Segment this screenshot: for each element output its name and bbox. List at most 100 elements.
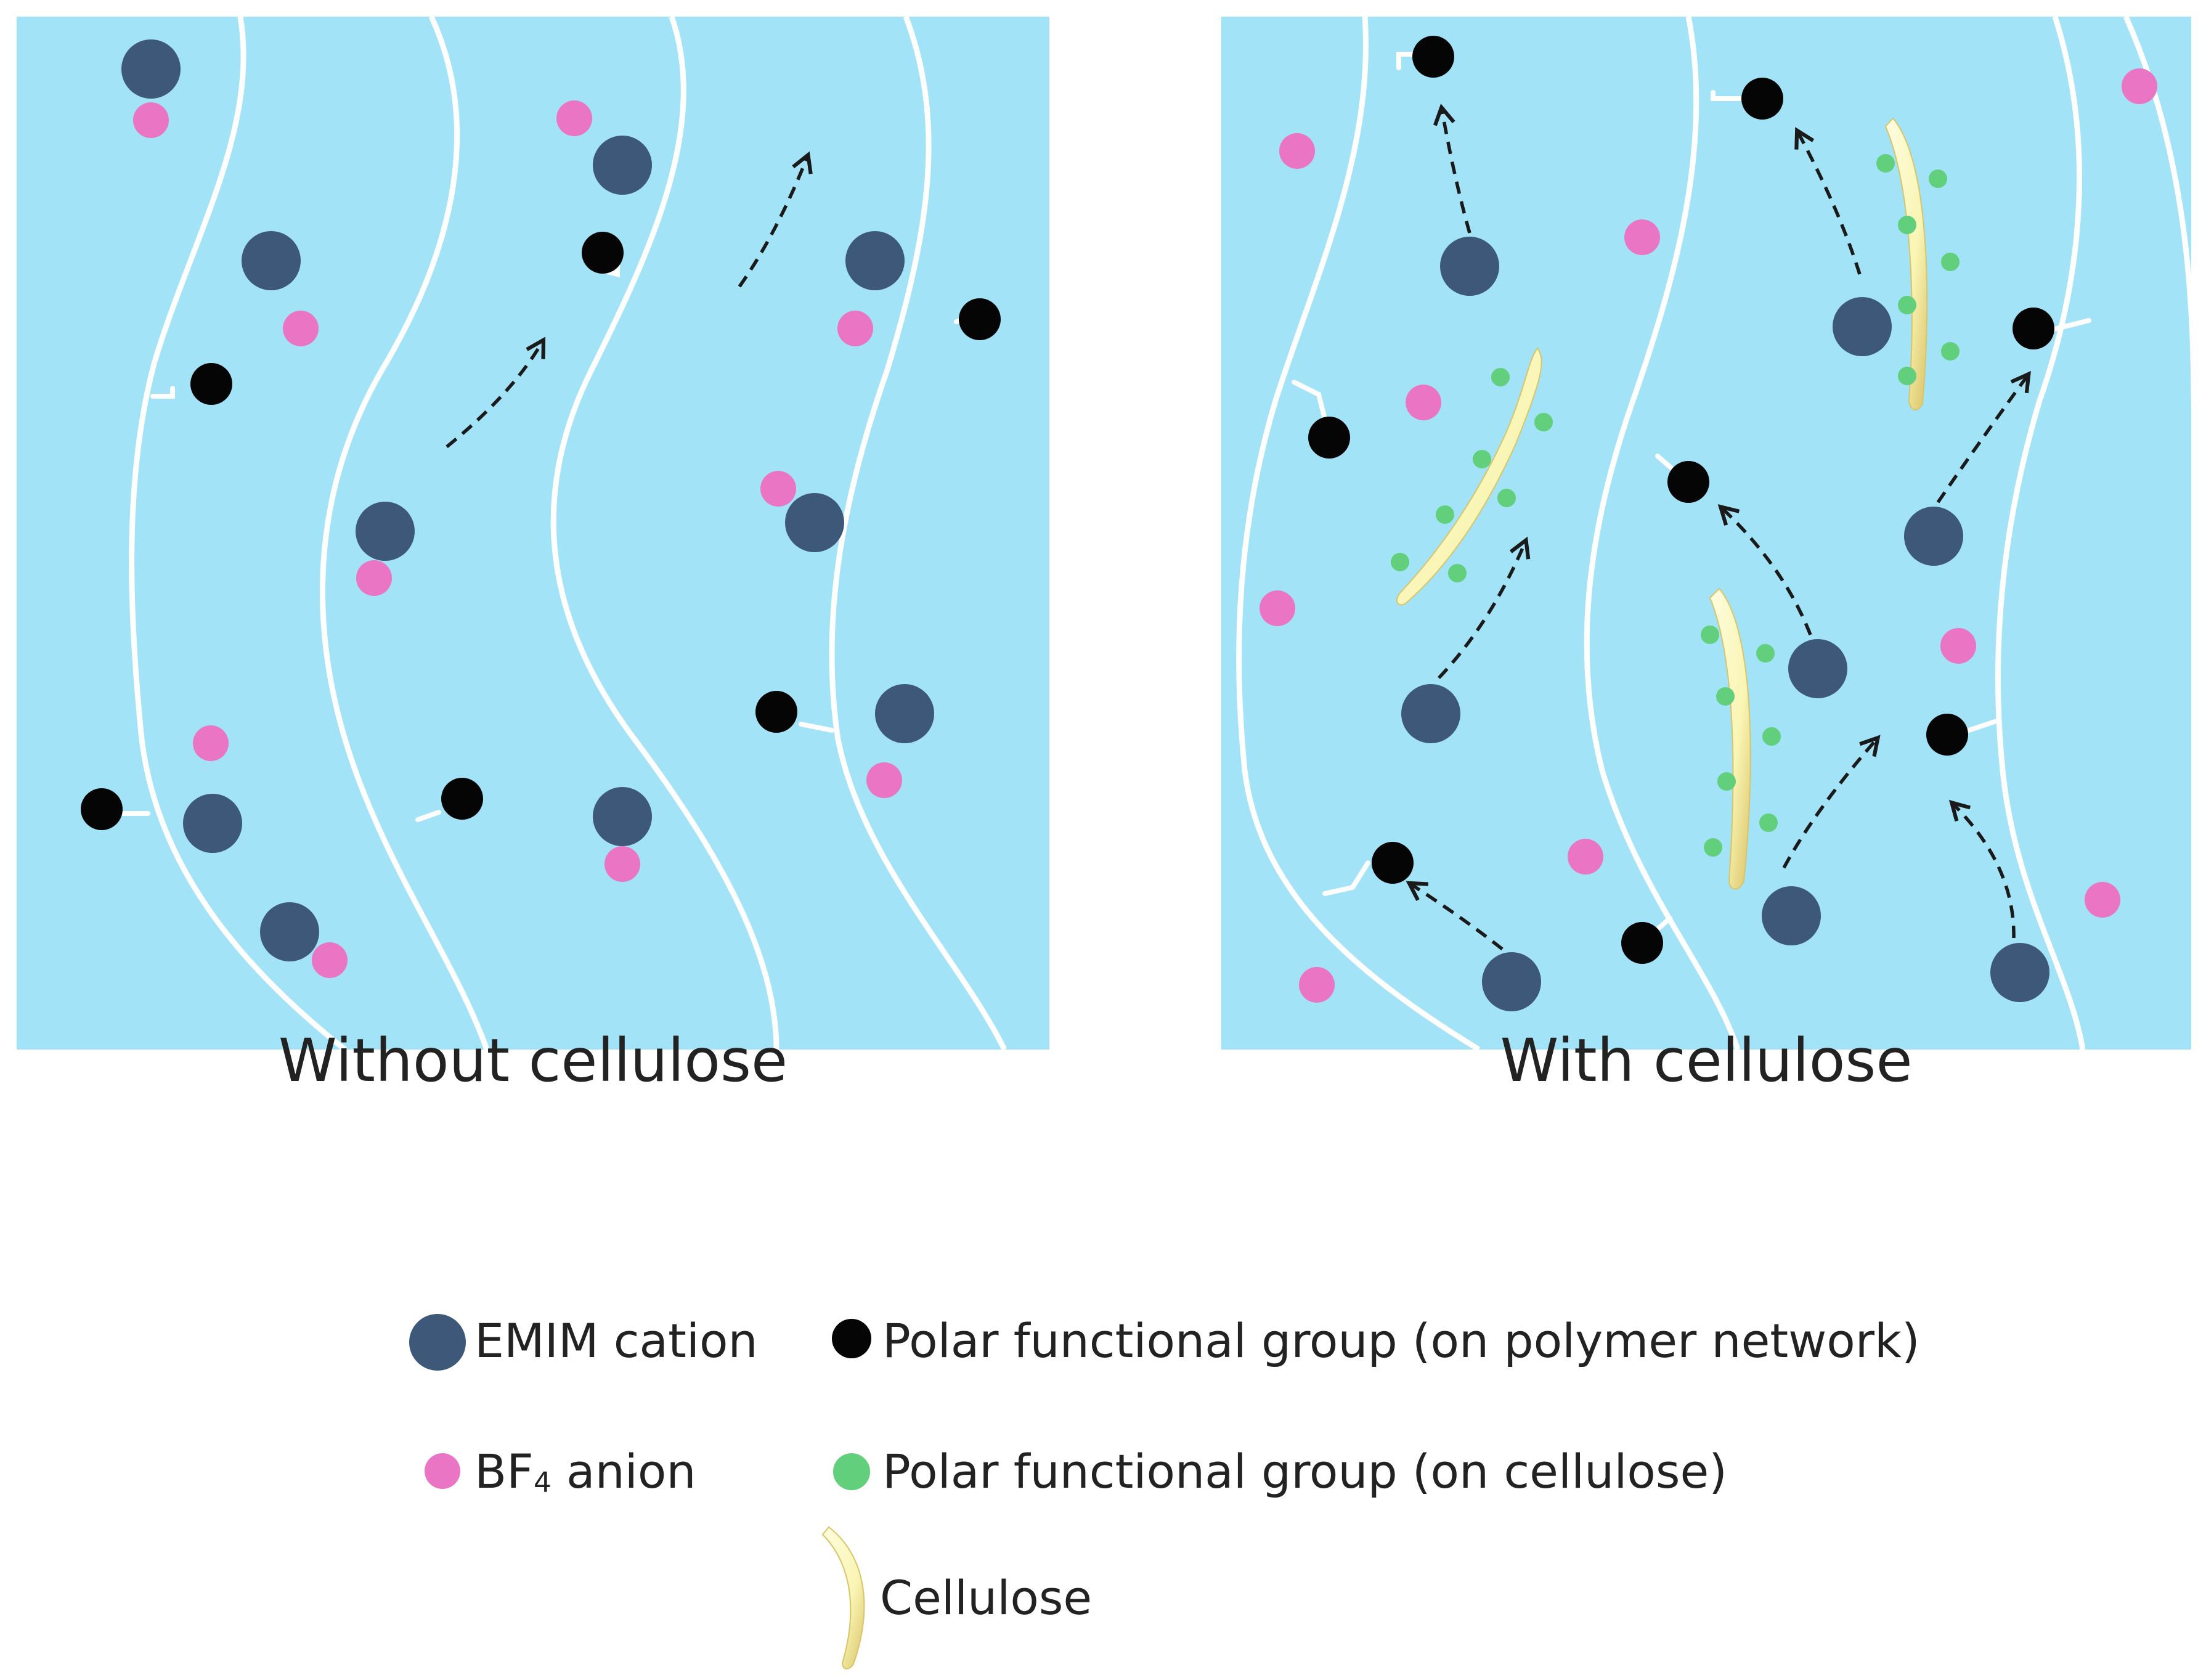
emim-cation [356, 502, 415, 561]
emim-cation [1440, 237, 1499, 296]
caption-with-cellulose: With cellulose [1500, 1026, 1913, 1095]
polar-group-network [190, 363, 232, 405]
emim-cation [593, 136, 652, 195]
migration-arrow [738, 151, 813, 288]
emim-cation [593, 787, 652, 846]
polymer-chain [1995, 17, 2086, 1050]
legend-label-polar-network: Polar functional group (on polymer netwo… [882, 1313, 1920, 1368]
polar-group-network [1412, 36, 1454, 78]
legend-label-emim: EMIM cation [474, 1313, 758, 1368]
polymer-chain [129, 17, 347, 1050]
emim-cation [242, 231, 301, 290]
bf4-anion [312, 942, 348, 978]
cellulose-fiber [1876, 117, 1960, 410]
bf4-anion [2085, 882, 2120, 918]
chain-link [1711, 90, 1752, 101]
panel-without-cellulose [17, 17, 1049, 1050]
polar-group-network [1741, 78, 1783, 120]
chain-link [1966, 719, 1999, 733]
caption-without-cellulose: Without cellulose [278, 1026, 788, 1095]
emim-cation [1833, 297, 1892, 356]
polar-group-cellulose [1704, 838, 1722, 857]
polar-group-network [959, 298, 1001, 340]
bf4-anion [1568, 839, 1603, 875]
polar-group-network [1667, 461, 1709, 503]
bf4-anion [866, 762, 902, 798]
emim-cation [1401, 684, 1460, 743]
migration-arrow [1782, 735, 1881, 869]
bf4-anion [193, 725, 229, 761]
bf4-anion [283, 311, 319, 346]
polar-group-cellulose [1756, 644, 1775, 663]
legend [409, 1314, 871, 1670]
polar-group-cellulose [1898, 367, 1916, 385]
polar-group-network [2013, 308, 2054, 349]
bf4-anion [604, 846, 640, 882]
emim-cation [1788, 639, 1847, 698]
bf4-anion [356, 560, 392, 596]
chain-link [1322, 860, 1370, 896]
emim-cation [1482, 952, 1541, 1011]
emim-cation [1904, 507, 1963, 566]
bf4-anion [1406, 385, 1441, 420]
chain-link [2049, 318, 2091, 332]
chain-link [150, 386, 175, 399]
bf4-anion [760, 471, 796, 507]
polar-group-network [441, 778, 483, 820]
bf4-anion [556, 100, 592, 136]
polar-group-network [1926, 714, 1968, 756]
chain-link [415, 810, 441, 822]
legend-label-polar-cellulose: Polar functional group (on cellulose) [882, 1444, 1727, 1499]
panel-background [1221, 17, 2191, 1050]
legend-label-bf4: BF4 anion [474, 1444, 696, 1499]
polar-group-cellulose [1701, 626, 1719, 644]
emim-cation [875, 684, 934, 743]
emim-cation [260, 902, 319, 961]
cellulose-fiber [1701, 587, 1781, 890]
polar-group-cellulose [1759, 813, 1778, 832]
bf4-anion [2122, 68, 2157, 104]
polar-group-cellulose [1473, 450, 1491, 468]
polymer-chain [320, 17, 490, 1050]
migration-arrow [446, 336, 546, 449]
polar-group-cellulose [1898, 216, 1916, 234]
emim-cation [121, 39, 181, 99]
polar-group-network [81, 788, 123, 830]
polar-group-cellulose [1929, 169, 1947, 188]
legend-polar-cellulose-swatch [833, 1453, 870, 1490]
emim-cation [1990, 943, 2049, 1002]
legend-cellulose-swatch [821, 1526, 865, 1670]
polar-group-network [1372, 842, 1414, 884]
cellulose-fiber [1391, 347, 1553, 606]
emim-cation [1762, 886, 1821, 945]
polar-group-network [755, 691, 797, 733]
polymer-chain [550, 17, 779, 1050]
emim-cation [845, 231, 905, 290]
panel-with-cellulose [1221, 17, 2191, 1050]
polar-group-network [582, 232, 624, 274]
polar-group-cellulose [1876, 154, 1895, 173]
chain-link [1292, 380, 1327, 422]
polar-group-cellulose [1391, 553, 1409, 571]
polar-group-cellulose [1436, 505, 1454, 524]
bf4-anion [1299, 967, 1335, 1003]
polar-group-cellulose [1497, 489, 1516, 507]
migration-arrow [1936, 370, 2031, 504]
polar-group-cellulose [1448, 564, 1467, 582]
migration-arrow [1717, 504, 1812, 636]
polar-group-cellulose [1941, 342, 1960, 361]
bf4-anion [133, 102, 169, 138]
polar-group-cellulose [1534, 413, 1553, 431]
migration-arrow [1406, 881, 1504, 951]
bf4-anion [1260, 590, 1295, 626]
polymer-chain [1236, 17, 1481, 1050]
polar-group-cellulose [1898, 296, 1916, 314]
emim-cation [785, 493, 844, 552]
migration-arrow [1433, 104, 1471, 234]
migration-arrow [1794, 127, 1862, 275]
legend-bf4-swatch [425, 1453, 460, 1489]
polar-group-cellulose [1717, 772, 1736, 791]
bf4-anion [837, 311, 873, 346]
panel-background [17, 17, 1049, 1050]
